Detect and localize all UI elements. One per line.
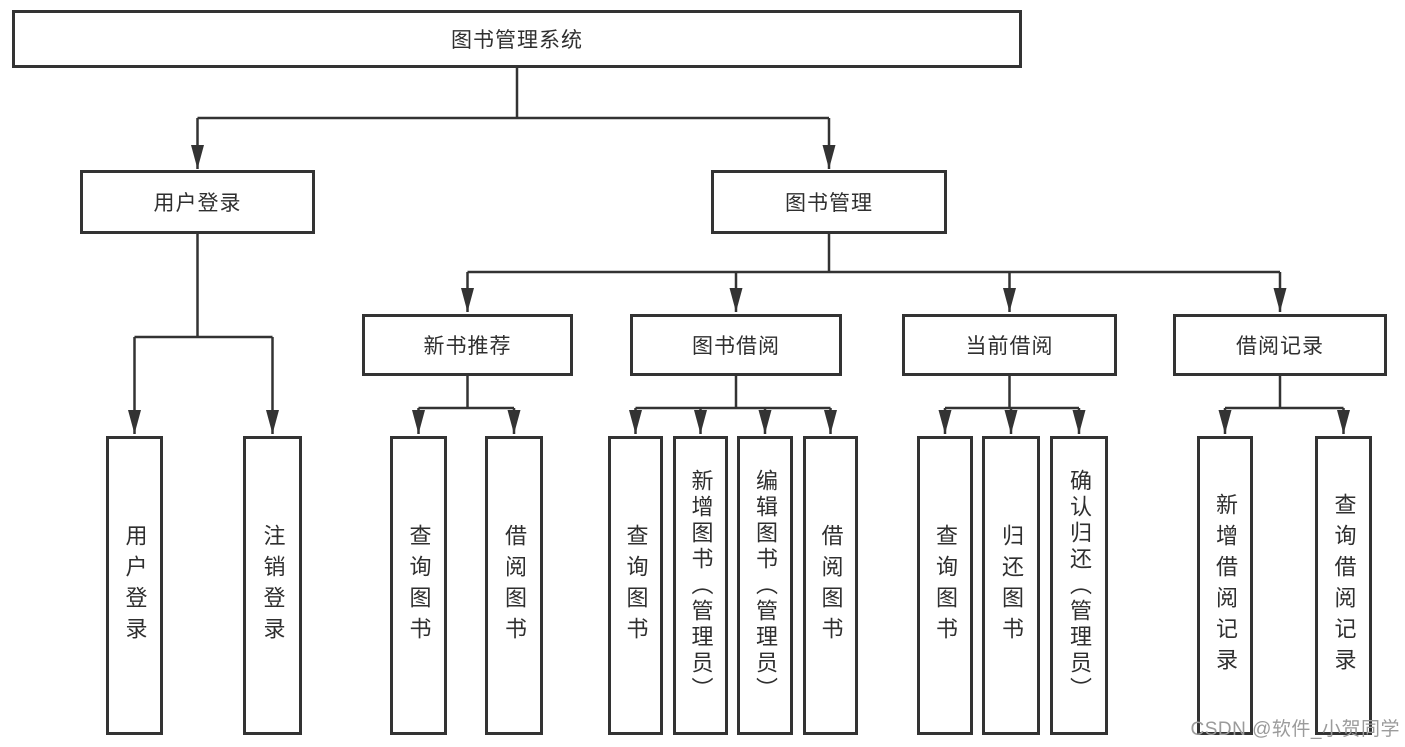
leaf-label: 查询图书 xyxy=(406,523,432,648)
leaf-current-query: 查询图书 xyxy=(917,436,973,735)
node-user-login: 用户登录 xyxy=(80,170,315,234)
leaf-user-logout: 注销登录 xyxy=(243,436,302,735)
leaf-label: 借阅图书 xyxy=(502,523,527,648)
leaf-label: 确认归还（管理员） xyxy=(1067,468,1092,703)
leaf-newbook-borrow: 借阅图书 xyxy=(485,436,543,735)
node-new-book-recommend: 新书推荐 xyxy=(362,314,573,376)
leaf-borrow-borrow: 借阅图书 xyxy=(803,436,858,735)
node-book-borrow: 图书借阅 xyxy=(630,314,842,376)
leaf-records-add: 新增借阅记录 xyxy=(1197,436,1253,735)
node-root: 图书管理系统 xyxy=(12,10,1022,68)
node-current-borrow: 当前借阅 xyxy=(902,314,1117,376)
leaf-current-return: 归还图书 xyxy=(982,436,1040,735)
leaf-current-confirm-admin: 确认归还（管理员） xyxy=(1050,436,1108,735)
leaf-borrow-query: 查询图书 xyxy=(608,436,663,735)
leaf-borrow-add-admin: 新增图书（管理员） xyxy=(673,436,728,735)
leaf-label: 查询图书 xyxy=(623,523,649,648)
leaf-label: 新增图书（管理员） xyxy=(688,468,714,703)
watermark: CSDN @软件_小贺同学 xyxy=(1190,719,1400,740)
leaf-borrow-edit-admin: 编辑图书（管理员） xyxy=(737,436,793,735)
leaf-label: 新增借阅记录 xyxy=(1213,492,1238,679)
leaf-label: 查询图书 xyxy=(933,523,958,648)
leaf-records-query: 查询借阅记录 xyxy=(1315,436,1372,735)
leaf-label: 查询借阅记录 xyxy=(1331,492,1357,679)
leaf-label: 注销登录 xyxy=(260,523,286,648)
leaf-newbook-query: 查询图书 xyxy=(390,436,447,735)
node-borrow-records: 借阅记录 xyxy=(1173,314,1387,376)
leaf-label: 借阅图书 xyxy=(818,523,844,648)
leaf-user-login: 用户登录 xyxy=(106,436,163,735)
leaf-label: 用户登录 xyxy=(122,523,148,648)
node-book-management: 图书管理 xyxy=(711,170,947,234)
leaf-label: 编辑图书（管理员） xyxy=(753,468,778,703)
leaf-label: 归还图书 xyxy=(999,523,1024,648)
